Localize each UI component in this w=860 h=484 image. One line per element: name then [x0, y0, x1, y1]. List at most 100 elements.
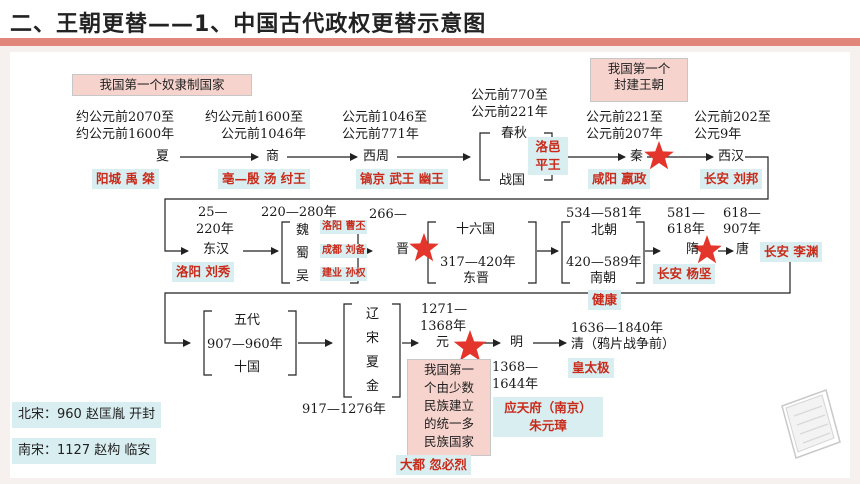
star-icon-sui: [692, 235, 722, 264]
bracket-wudai-left: [203, 310, 212, 376]
dynasty-tang: 唐: [736, 242, 750, 257]
tang-date-start: 618—: [723, 206, 761, 221]
note-beisong: 北宋：960 赵匡胤 开封: [12, 402, 162, 428]
dynasty-shang: 商: [266, 149, 280, 164]
label-yuan-note: 我国第一 个由少数 民族建立 的统一多 民族国家: [407, 359, 491, 456]
sui-date-start: 581—: [667, 206, 705, 221]
annotation-xizhou: 镐京 武王 幽王: [356, 169, 448, 189]
xia-date-start: 约公元前2070至: [76, 110, 175, 125]
annotation-yuan: 大都 忽必烈: [396, 455, 471, 475]
label-yuan-note-line4: 的统一多: [423, 416, 474, 431]
dynasty-nanchao: 南朝: [590, 271, 617, 286]
annotation-tang: 长安 李渊: [760, 242, 823, 262]
donghan-date-end: 220年: [196, 222, 234, 237]
label-first-feudal-line1: 我国第一个: [607, 61, 671, 76]
label-yuan-note-line1: 我国第一: [423, 362, 474, 377]
dongzhou-date-end: 公元前221年: [471, 105, 548, 120]
dynasty-yuan: 元: [436, 335, 450, 350]
dynasty-xixia: 夏: [366, 355, 380, 370]
bracket-nanbeichao-left: [561, 221, 570, 284]
dongzhou-date-start: 公元前770至: [471, 88, 548, 103]
xihan-date-start: 公元前202至: [694, 110, 771, 125]
bracket-jin-right: [528, 221, 537, 284]
dynasty-sui: 隋: [686, 242, 700, 257]
annotation-qin: 咸阳 嬴政: [588, 169, 651, 189]
annotation-dongzhou-ruler: 平王: [535, 157, 561, 172]
page-title: 二、王朝更替——1、中国古代政权更替示意图: [10, 12, 487, 37]
qin-date-start: 公元前221至: [586, 110, 663, 125]
note-nansong: 南宋：1127 赵构 临安: [12, 438, 157, 464]
annotation-xia: 阳城 禹 桀: [92, 169, 159, 189]
dynasty-xizhou: 西周: [363, 149, 390, 164]
sanguo-date: 220—280年: [261, 205, 337, 220]
xia-date-end: 约公元前1600年: [76, 127, 175, 142]
xizhou-date-start: 公元前1046至: [342, 110, 428, 125]
label-first-feudal-dynasty: 我国第一个 封建王朝: [590, 58, 688, 102]
dynasty-liao: 辽: [366, 307, 380, 322]
dynasty-ming: 明: [510, 335, 524, 350]
dynasty-qin: 秦: [630, 149, 644, 164]
annotation-ming-capital: 应天府（南京）: [504, 400, 592, 415]
annotation-dongzhou: 洛邑 平王: [528, 137, 568, 175]
bracket-song-left: [343, 303, 352, 398]
song-date: 917—1276年: [302, 402, 386, 417]
connector-xihan-donghan: [164, 156, 769, 255]
ming-date-start: 1368—: [492, 360, 539, 375]
wudai-date: 907—960年: [207, 337, 283, 352]
annotation-donghan: 洛阳 刘秀: [172, 262, 235, 282]
dynasty-zhanguo: 战国: [499, 173, 526, 188]
header-band: [0, 0, 860, 40]
star-icon-xijin: [409, 233, 439, 262]
dynasty-donghan: 东汉: [203, 242, 230, 257]
bracket-song-right: [392, 303, 401, 398]
dynasty-jin: 金: [366, 379, 380, 394]
beichao-date: 534—581年: [566, 206, 642, 221]
yuan-date-end: 1368年: [420, 319, 467, 334]
dynasty-xihan: 西汉: [718, 149, 745, 164]
yuan-date-start: 1271—: [421, 302, 468, 317]
dongjin-date: 317—420年: [440, 255, 516, 270]
annotation-shang: 亳—殷 汤 纣王: [218, 169, 310, 189]
star-icon-yuan: [453, 330, 487, 361]
bracket-nanbeichao-right: [636, 221, 645, 284]
kingdom-wu: 吴: [296, 269, 310, 284]
annotation-shu: 成都 刘备: [320, 244, 368, 258]
annotation-dongzhou-capital: 洛邑: [535, 139, 561, 154]
dynasty-xia: 夏: [156, 149, 170, 164]
header-accent-bar: [0, 38, 860, 46]
label-yuan-note-line3: 民族建立: [423, 398, 474, 413]
qin-date-end: 公元前207年: [586, 127, 663, 142]
tang-date-end: 907年: [723, 222, 761, 237]
xijin-date: 266—: [369, 207, 407, 222]
xihan-date-end: 公元9年: [694, 127, 742, 142]
shang-date-start: 约公元前1600至: [205, 110, 304, 125]
nanchao-date: 420—589年: [566, 255, 642, 270]
annotation-nanchao: 健康: [588, 290, 622, 310]
annotation-xihan: 长安 刘邦: [700, 169, 763, 189]
dynasty-qing: 清（鸦片战争前）: [571, 337, 676, 352]
label-yuan-note-line5: 民族国家: [423, 434, 474, 449]
ming-date-end: 1644年: [492, 377, 539, 392]
kingdom-wei: 魏: [296, 223, 310, 238]
bracket-dongzhou-left: [479, 132, 490, 181]
dynasty-dongjin: 东晋: [463, 271, 490, 286]
qing-date: 1636—1840年: [571, 321, 664, 336]
sui-date-end: 618年: [667, 222, 705, 237]
donghan-date-start: 25—: [198, 205, 228, 220]
annotation-ming-founder: 朱元璋: [529, 418, 567, 433]
dynasty-wudai: 五代: [234, 313, 261, 328]
star-icon-qin: [644, 141, 674, 170]
annotation-wei: 洛阳 曹丕: [320, 220, 368, 234]
dynasty-shiliuguo: 十六国: [456, 222, 496, 237]
dynasty-shiguo: 十国: [234, 360, 261, 375]
shang-date-end: 公元前1046年: [221, 127, 307, 142]
dynasty-song: 宋: [366, 331, 380, 346]
label-first-feudal-line2: 封建王朝: [613, 77, 664, 92]
label-yuan-note-line2: 个由少数: [423, 380, 474, 395]
bracket-sanguo-left: [281, 221, 290, 284]
annotation-wu: 建业 孙权: [320, 267, 368, 281]
kingdom-shu: 蜀: [296, 246, 310, 261]
annotation-ming: 应天府（南京） 朱元璋: [493, 397, 603, 437]
label-first-slave-state: 我国第一个奴隶制国家: [72, 74, 252, 96]
bracket-wudai-right: [288, 310, 297, 376]
